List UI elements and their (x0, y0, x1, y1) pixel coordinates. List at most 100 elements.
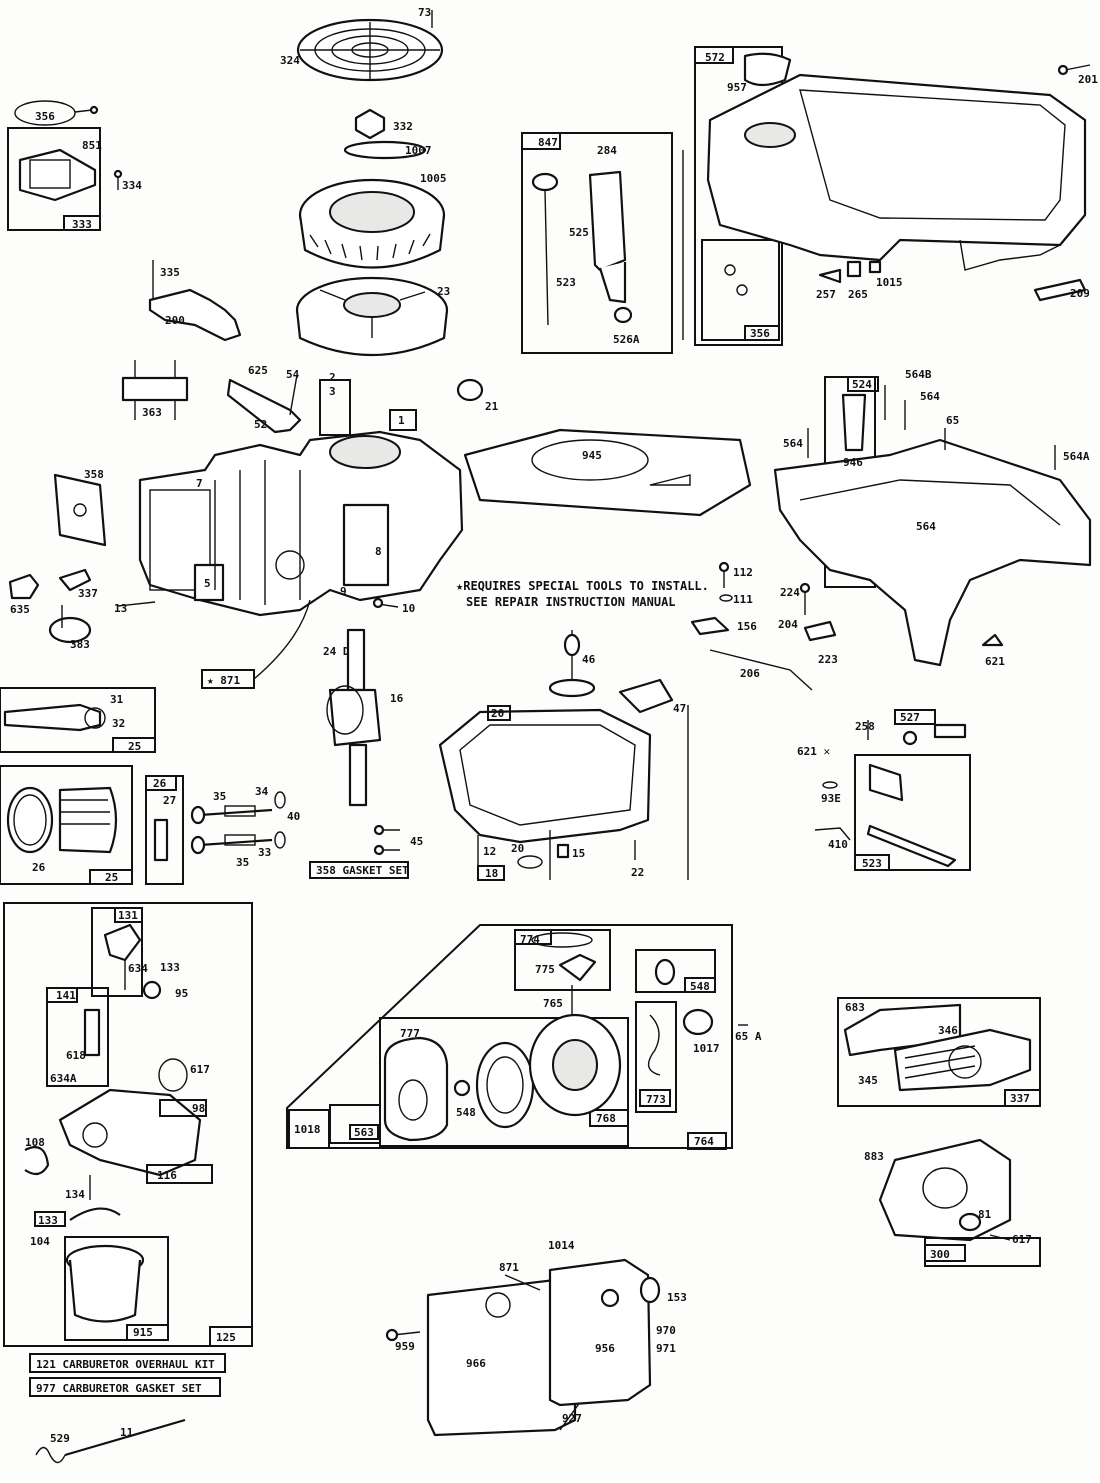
callout-81: 81 (978, 1208, 992, 1221)
callout-563: 563 (354, 1126, 374, 1139)
brake-bracket (148, 260, 242, 342)
governor-parts (690, 561, 837, 691)
callout-5: 5 (204, 577, 211, 590)
valves (190, 791, 286, 855)
callout-564c: 564 (916, 520, 936, 533)
callout-95: 95 (175, 987, 188, 1000)
callout-358-gasket: 358 GASKET SET (316, 864, 409, 877)
callout-27: 27 (163, 794, 176, 807)
callout-133b: 133 (38, 1214, 58, 1227)
callout-111: 111 (733, 593, 753, 606)
callout-346: 346 (938, 1024, 958, 1037)
callout-1015: 1015 (876, 276, 903, 289)
crankshaft (326, 628, 382, 807)
callout-564B: 564B (905, 368, 932, 381)
callout-labels: 73 324 332 1007 1005 23 356 851 334 333 … (10, 6, 1098, 1445)
callout-31: 31 (110, 693, 124, 706)
control-bracket-box (854, 709, 971, 871)
note-line-1: ★REQUIRES SPECIAL TOOLS TO INSTALL. (456, 579, 709, 593)
callout-564b: 564 (783, 437, 803, 450)
callout-204: 204 (778, 618, 798, 631)
callout-16: 16 (390, 692, 404, 705)
callout-8: 8 (375, 545, 382, 558)
callout-7: 7 (196, 477, 203, 490)
note-line-2: SEE REPAIR INSTRUCTION MANUAL (466, 595, 676, 609)
callout-26: 26 (153, 777, 167, 790)
screw-334 (113, 169, 123, 190)
callout-957: 957 (727, 81, 747, 94)
callout-383: 383 (70, 638, 90, 651)
note-separator (682, 150, 689, 880)
callout-33: 33 (258, 846, 271, 859)
callout-108: 108 (25, 1136, 45, 1149)
callout-125: 125 (216, 1331, 236, 1344)
callout-363: 363 (142, 406, 162, 419)
callout-764: 764 (694, 1135, 714, 1148)
callout-1014: 1014 (548, 1239, 575, 1252)
callout-22: 22 (631, 866, 644, 879)
governor-link (121, 360, 189, 420)
carburetor-gasket-set: 977 CARBURETOR GASKET SET (36, 1382, 202, 1395)
valve-spring-box (145, 775, 184, 885)
engine-block (138, 379, 464, 617)
callout-564a: 564 (920, 390, 940, 403)
callout-26b: 26 (32, 861, 46, 874)
callout-65A: 65 A (735, 1030, 762, 1043)
kit-labels (29, 1353, 226, 1397)
blower-housing-screen (296, 10, 444, 82)
callout-332: 332 (393, 120, 413, 133)
callout-847: 847 (538, 136, 558, 149)
callout-1017: 1017 (693, 1042, 720, 1055)
callout-12: 12 (483, 845, 496, 858)
special-tool-box (201, 599, 311, 689)
callout-956: 956 (595, 1342, 615, 1355)
air-cleaner (878, 1138, 1041, 1267)
air-filter-assembly (385, 1258, 661, 1437)
callout-156: 156 (737, 620, 757, 633)
callout-1007: 1007 (405, 144, 432, 157)
callout-527: 527 (900, 711, 920, 724)
callout-564A: 564A (1063, 450, 1090, 463)
callout-529: 529 (50, 1432, 70, 1445)
callout-65: 65 (946, 414, 959, 427)
callout-209: 209 (1070, 287, 1090, 300)
callout-621x: 621 ✕ (797, 745, 830, 758)
carburetor-overhaul-kit: 121 CARBURETOR OVERHAUL KIT (36, 1358, 215, 1371)
callout-25: 25 (128, 740, 141, 753)
callout-3: 3 (329, 385, 336, 398)
callout-15: 15 (572, 847, 585, 860)
callout-524: 524 (852, 378, 872, 391)
callout-257: 257 (816, 288, 836, 301)
callout-1018: 1018 (294, 1123, 321, 1136)
callout-970: 970 (656, 1324, 676, 1337)
callout-73: 73 (418, 6, 431, 19)
callout-54: 54 (286, 368, 300, 381)
misc-pins (814, 781, 851, 841)
callout-333: 333 (72, 218, 92, 231)
callout-345: 345 (858, 1074, 878, 1087)
base-gasket (463, 428, 752, 517)
callout-224: 224 (780, 586, 800, 599)
callout-116: 116 (157, 1169, 177, 1182)
callout-32: 32 (112, 717, 125, 730)
callout-1005: 1005 (420, 172, 447, 185)
callout-324: 324 (280, 54, 300, 67)
callout-2: 2 (329, 371, 336, 384)
callout-617b: 617 (1012, 1233, 1032, 1246)
callout-548: 548 (690, 980, 710, 993)
callout-851: 851 (82, 139, 102, 152)
callout-46: 46 (582, 653, 596, 666)
callout-777: 777 (400, 1027, 420, 1040)
fuel-tank (706, 73, 1087, 271)
breather-tube (226, 374, 302, 434)
callout-358: 358 (84, 468, 104, 481)
special-tools-note: ★REQUIRES SPECIAL TOOLS TO INSTALL. SEE … (456, 579, 709, 609)
callout-20b: 20 (511, 842, 524, 855)
callout-104: 104 (30, 1235, 50, 1248)
callout-13: 13 (114, 602, 127, 615)
callout-356: 356 (35, 110, 55, 123)
sump (438, 705, 652, 881)
callout-334: 334 (122, 179, 142, 192)
